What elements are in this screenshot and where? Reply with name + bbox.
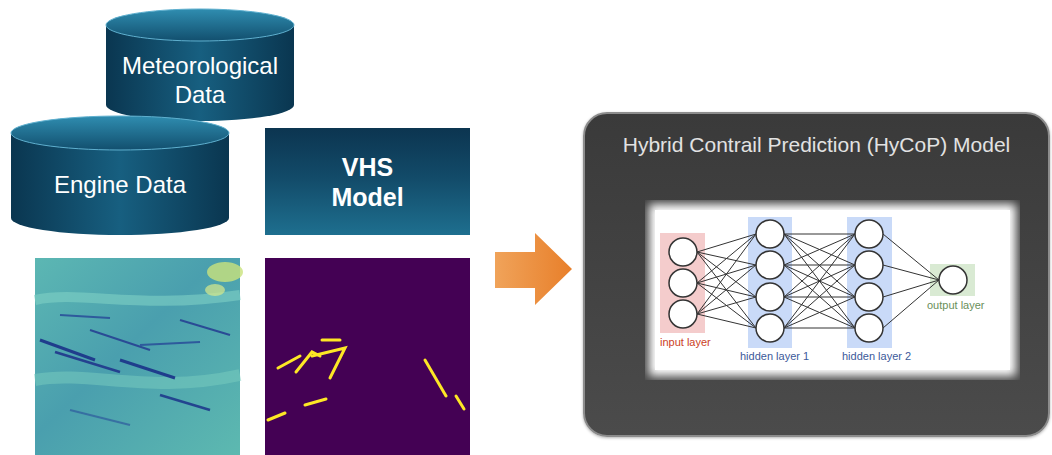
node-label: VHS Model <box>320 152 415 212</box>
model-box: VHS Model <box>265 128 470 235</box>
satellite-image <box>35 258 243 455</box>
contrail-mask <box>265 258 470 455</box>
database-cylinder: Meteorological Data <box>105 8 295 122</box>
layer-label: input layer <box>660 336 711 348</box>
flow-arrow <box>495 233 572 305</box>
layer-label: hidden layer 1 <box>740 350 809 362</box>
layer-label: hidden layer 2 <box>842 350 911 362</box>
layer-label: output layer <box>927 299 984 311</box>
panel-title: Hybrid Contrail Prediction (HyCoP) Model <box>623 132 1010 157</box>
node-label: Engine Data <box>54 171 186 200</box>
database-cylinder: Engine Data <box>10 115 230 236</box>
node-label: Meteorological Data <box>110 52 290 110</box>
neural-network-figure <box>645 200 1020 380</box>
model-panel: Hybrid Contrail Prediction (HyCoP) Model <box>583 112 1050 437</box>
